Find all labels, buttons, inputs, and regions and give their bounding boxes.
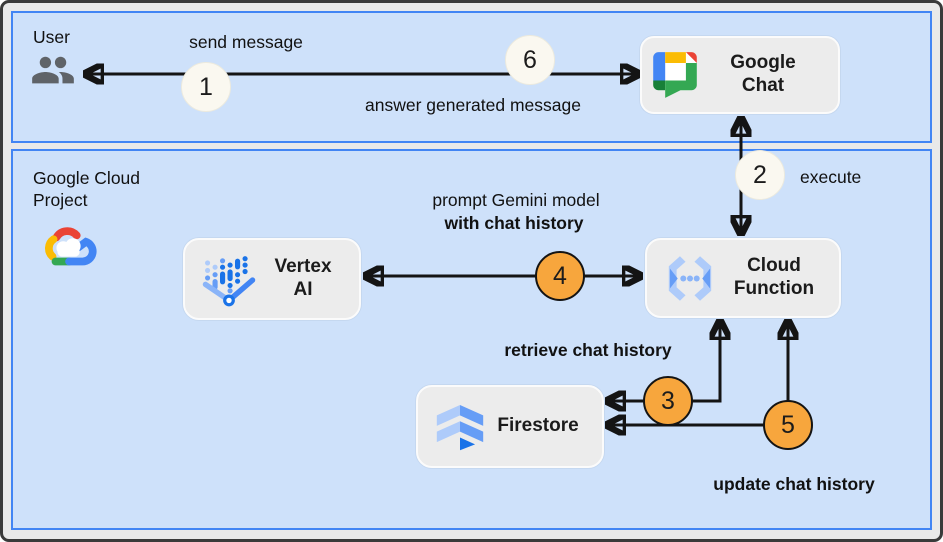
step-badge-1: 1 [181,62,231,112]
user-group-icon [30,53,76,94]
google-chat-icon [652,51,698,99]
label-answer-generated-message: answer generated message [365,95,581,115]
node-google-chat: Google Chat [640,36,840,114]
user-zone-title: User [33,27,70,47]
step-2-number: 2 [753,160,767,189]
label-execute: execute [800,167,862,187]
step-3-number: 3 [661,386,675,415]
firestore-icon [434,398,486,456]
step-badge-3: 3 [643,376,693,426]
cloud-function-icon [661,255,719,301]
gcp-zone-title: Google Cloud Project [33,168,141,210]
step-4-number: 4 [553,261,567,290]
node-vertex-ai-label: Vertex AI [274,256,332,300]
google-cloud-icon [41,223,99,276]
step-6-number: 6 [523,45,537,74]
node-cloud-function: Cloud Function [645,238,841,318]
step-badge-2: 2 [735,150,785,200]
node-google-chat-label: Google Chat [730,52,796,96]
step-1-number: 1 [199,72,213,101]
step-badge-6: 6 [505,35,555,85]
label-send-message: send message [189,32,303,52]
label-prompt-gemini-line2: with chat history [444,213,584,233]
node-firestore: Firestore [416,385,604,468]
step-badge-5: 5 [763,400,813,450]
step-5-number: 5 [781,410,795,439]
vertex-ai-icon [199,251,259,307]
step-badge-4: 4 [535,251,585,301]
label-update-chat-history: update chat history [713,474,875,494]
node-vertex-ai: Vertex AI [183,238,361,320]
node-cloud-function-label: Cloud Function [733,255,815,299]
label-retrieve-chat-history: retrieve chat history [504,340,672,360]
node-firestore-label: Firestore [497,415,579,437]
label-prompt-gemini-line1: prompt Gemini model [432,190,600,210]
